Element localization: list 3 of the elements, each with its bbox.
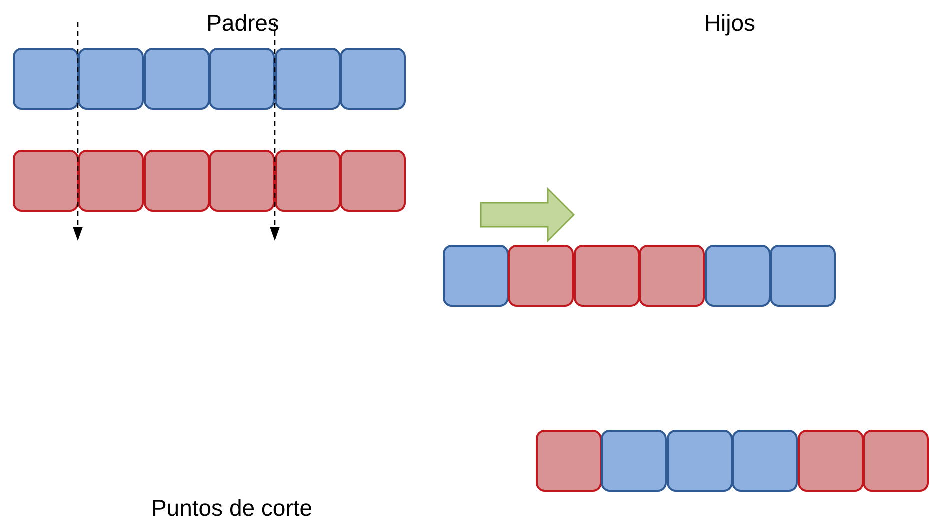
heading-text: Hijos [704, 12, 756, 35]
caption-text: Puntos de corte [151, 497, 313, 520]
heading-text: Padres [206, 12, 280, 35]
